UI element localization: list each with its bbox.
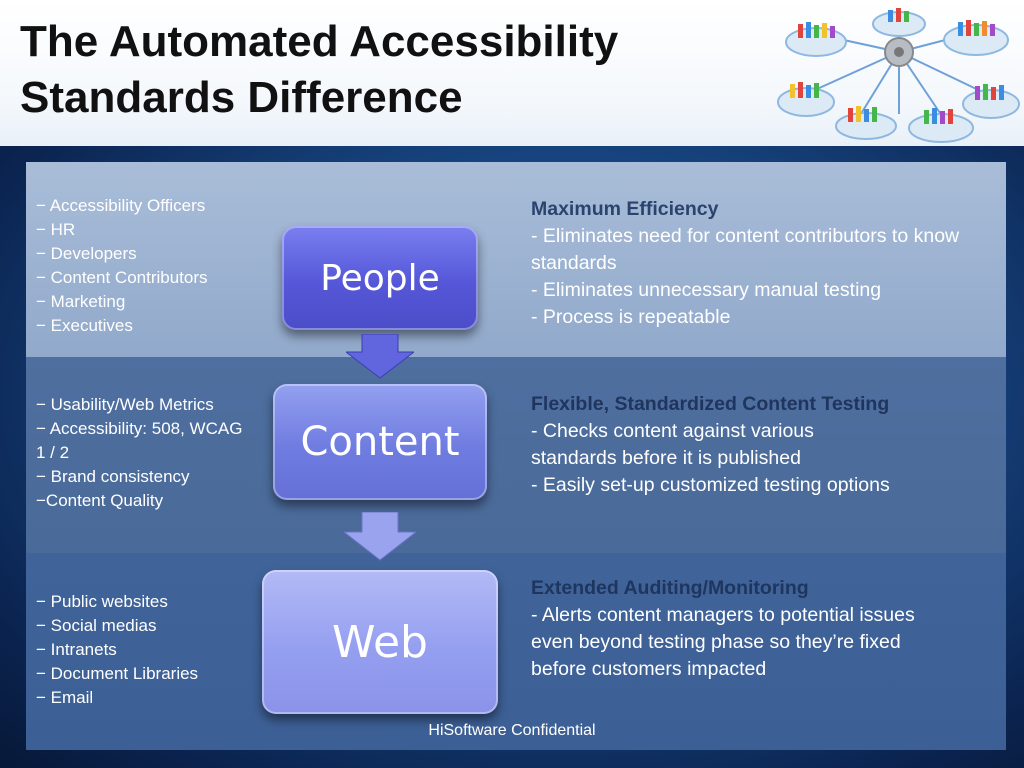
description-line: - Checks content against various standar… bbox=[531, 420, 814, 469]
people-heading: Maximum Efficiency bbox=[531, 198, 719, 220]
content-list: − Usability/Web Metrics − Accessibility:… bbox=[36, 393, 251, 513]
list-item: − Accessibility Officers bbox=[36, 196, 206, 215]
description-line: - Easily set-up customized testing optio… bbox=[531, 474, 890, 496]
list-item: − Public websites bbox=[36, 592, 168, 611]
band-content bbox=[26, 357, 1006, 553]
web-box: Web bbox=[262, 570, 498, 714]
list-item: − Brand consistency bbox=[36, 467, 190, 486]
title-bar: The Automated Accessibility Standards Di… bbox=[0, 0, 1024, 146]
list-item: − Accessibility: 508, WCAG 1 / 2 bbox=[36, 419, 243, 462]
list-item: − Content Contributors bbox=[36, 268, 208, 287]
description-line: - Process is repeatable bbox=[531, 306, 731, 328]
web-heading: Extended Auditing/Monitoring bbox=[531, 577, 809, 599]
list-item: −Content Quality bbox=[36, 491, 164, 510]
list-item: − Usability/Web Metrics bbox=[36, 395, 214, 414]
list-item: − Executives bbox=[36, 316, 133, 335]
list-item: − Document Libraries bbox=[36, 664, 199, 683]
down-arrow-icon bbox=[346, 334, 414, 379]
web-list: − Public websites − Social medias − Intr… bbox=[36, 590, 198, 710]
down-arrow-icon bbox=[344, 512, 416, 561]
content-description: Flexible, Standardized Content Testing -… bbox=[531, 391, 971, 499]
footer-confidential: HiSoftware Confidential bbox=[428, 722, 596, 739]
people-box: People bbox=[282, 226, 478, 330]
list-item: − Social medias bbox=[36, 616, 157, 635]
list-item: − Developers bbox=[36, 244, 137, 263]
content-box: Content bbox=[273, 384, 487, 500]
description-line: - Alerts content managers to potential i… bbox=[531, 604, 915, 680]
description-line: - Eliminates unnecessary manual testing bbox=[531, 279, 882, 301]
people-network-icon bbox=[777, 8, 1020, 143]
web-description: Extended Auditing/Monitoring - Alerts co… bbox=[531, 575, 941, 683]
band-web bbox=[26, 553, 1006, 750]
list-item: − Marketing bbox=[36, 292, 126, 311]
slide-title: The Automated Accessibility Standards Di… bbox=[20, 17, 619, 122]
people-list: − Accessibility Officers − HR − Develope… bbox=[36, 194, 208, 338]
list-item: − Email bbox=[36, 688, 94, 707]
content-heading: Flexible, Standardized Content Testing bbox=[531, 393, 890, 415]
list-item: − Intranets bbox=[36, 640, 117, 659]
band-people bbox=[26, 162, 1006, 357]
people-description: Maximum Efficiency - Eliminates need for… bbox=[531, 196, 981, 331]
list-item: − HR bbox=[36, 220, 76, 239]
description-line: - Eliminates need for content contributo… bbox=[531, 225, 960, 274]
